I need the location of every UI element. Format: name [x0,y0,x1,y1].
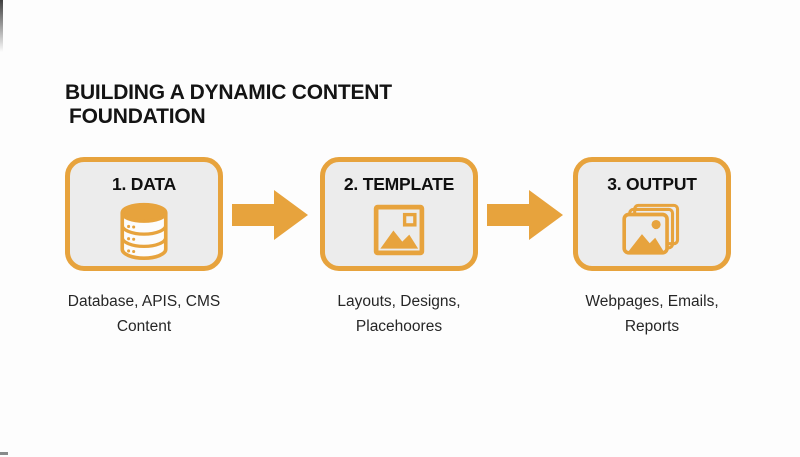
caption-line: Database, APIS, CMS [67,293,221,310]
page-title-line-1: BUILDING A DYNAMIC CONTENT [65,81,392,104]
caption-line: Layouts, Designs, [337,293,461,310]
caption-line: Reports [624,318,680,336]
page-title: BUILDING A DYNAMIC CONTENT FOUNDATION [65,81,392,128]
step-label-data: 1. DATA [111,174,177,194]
step-caption-template: Layouts, Designs, Placehoores [294,289,504,339]
step-box-template: 2. TEMPLATE [320,157,478,271]
step-label-template: 2. TEMPLATE [343,174,455,194]
arrow-right-icon [487,187,565,243]
step-box-output: 3. OUTPUT [573,157,731,271]
step-caption-data: Database, APIS, CMS Content [39,289,249,339]
frame-edge-artifact-bottom [0,452,8,455]
database-icon [116,202,172,261]
image-icon [371,202,427,258]
step-box-data: 1. DATA [65,157,223,271]
caption-line: Webpages, Emails, [585,293,719,310]
page-title-line-2: FOUNDATION [69,104,206,128]
arrow-right-icon [232,187,310,243]
stacked-images-icon [621,202,683,258]
step-label-output: 3. OUTPUT [607,174,697,194]
step-caption-output: Webpages, Emails, Reports [547,289,757,339]
frame-edge-artifact-top [0,0,3,52]
caption-line: Placehoores [355,318,443,336]
caption-line: Content [116,318,172,336]
